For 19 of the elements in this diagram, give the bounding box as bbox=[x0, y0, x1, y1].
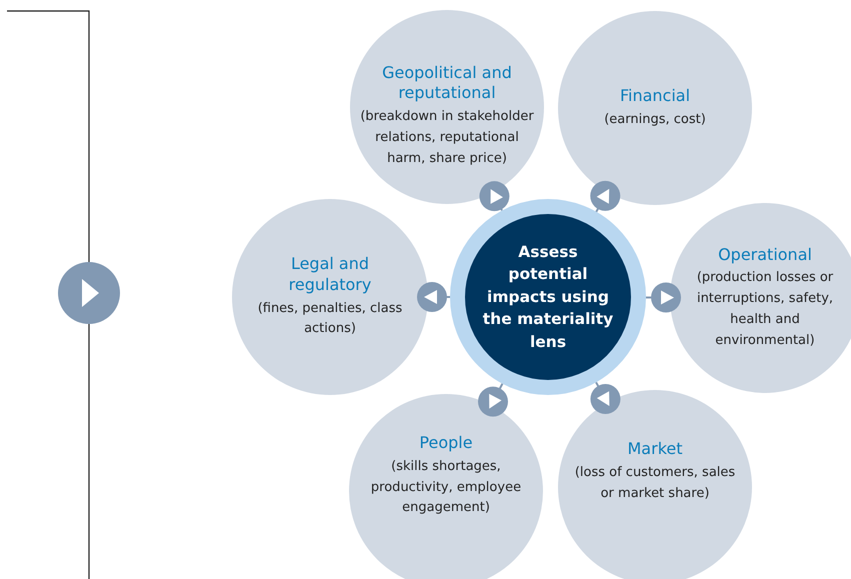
arrow bbox=[646, 282, 681, 313]
category-description: (fines, penalties, class actions) bbox=[256, 300, 404, 338]
arrow bbox=[479, 181, 510, 212]
category-heading: People bbox=[418, 432, 474, 454]
category-description: (production losses or interruptions, safety, health and environmental) bbox=[696, 269, 834, 350]
central-heading: Assess potential impacts using the materiality lens bbox=[482, 242, 614, 353]
arrow bbox=[417, 282, 450, 312]
category-heading: Legal and regulatory bbox=[288, 254, 372, 296]
category-description: (earnings, cost) bbox=[603, 110, 707, 128]
category-description: (skills shortages, productivity, employee engagement) bbox=[370, 458, 522, 518]
category-heading: Operational bbox=[717, 244, 813, 266]
category-description: (breakdown in stakeholder relations, reputational harm, share price) bbox=[359, 108, 535, 168]
category-heading: Geopolitical and reputational bbox=[381, 62, 513, 104]
arrow bbox=[590, 180, 620, 212]
category-description: (loss of customers, sales or market share) bbox=[574, 464, 736, 503]
arrow bbox=[590, 382, 620, 414]
category-heading: Financial bbox=[618, 86, 692, 106]
category-heading: Market bbox=[626, 439, 684, 460]
arrow bbox=[478, 383, 508, 417]
